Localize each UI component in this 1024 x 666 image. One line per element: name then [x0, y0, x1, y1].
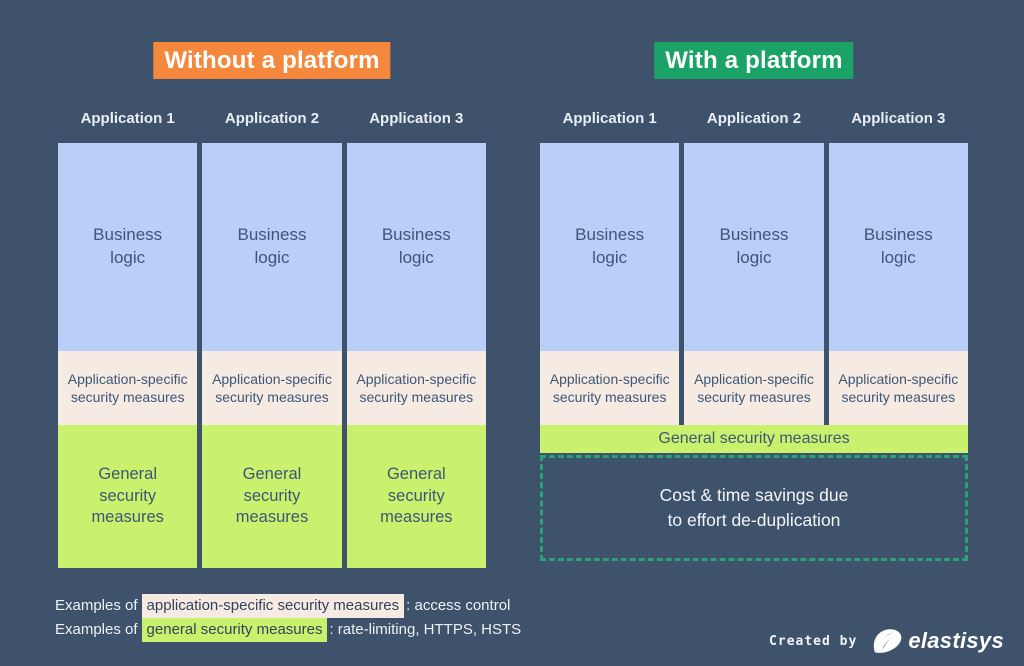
savings-callout-box: Cost & time savings due to effort de-dup…: [540, 455, 968, 561]
app-label: Application 2: [224, 110, 320, 127]
without-platform-section: Without a platform Application 1 Applica…: [58, 0, 486, 666]
created-by-label: Created by: [769, 633, 858, 649]
app-specific-security-box: Application-specific security measures: [202, 351, 342, 425]
business-logic-box: Business logic: [346, 143, 486, 351]
general-security-box: General security measures: [346, 425, 486, 568]
app-label: Application 3: [851, 110, 946, 127]
general-security-box: General security measures: [58, 425, 198, 568]
app-column: Business logic Application-specific secu…: [202, 143, 342, 568]
business-logic-box: Business logic: [58, 143, 198, 351]
app-specific-security-box: Application-specific security measures: [540, 351, 680, 425]
with-app-columns: Business logic Application-specific secu…: [540, 143, 968, 425]
elastisys-brand-name: elastisys: [908, 628, 1004, 653]
app-specific-security-box: Application-specific security measures: [828, 351, 968, 425]
business-logic-box: Business logic: [828, 143, 968, 351]
app-column: Business logic Application-specific secu…: [58, 143, 198, 568]
app-label: Application 3: [369, 110, 464, 127]
app-column: Business logic Application-specific secu…: [828, 143, 968, 425]
savings-line-1: Cost & time savings due: [659, 484, 849, 505]
highlight-general: general security measures: [141, 618, 328, 642]
business-logic-box: Business logic: [684, 143, 824, 351]
savings-line-2: to effort de-duplication: [667, 510, 841, 530]
without-app-labels: Application 1 Application 2 Application …: [58, 110, 486, 127]
app-column: Business logic Application-specific secu…: [684, 143, 824, 425]
shared-general-security-bar: General security measures: [540, 425, 968, 453]
example-suffix: : access control: [406, 597, 511, 614]
without-app-columns: Business logic Application-specific secu…: [58, 143, 486, 568]
footer-credit: Created by elastisys: [769, 627, 1004, 655]
elastisys-logo-icon: [874, 629, 902, 653]
example-prefix: Examples of: [55, 621, 138, 638]
app-column: Business logic Application-specific secu…: [346, 143, 486, 568]
with-platform-title: With a platform: [654, 42, 854, 79]
business-logic-box: Business logic: [540, 143, 680, 351]
general-security-box: General security measures: [202, 425, 342, 568]
without-platform-title: Without a platform: [153, 42, 391, 79]
example-suffix: : rate-limiting, HTTPS, HSTS: [329, 621, 522, 638]
highlight-app-specific: application-specific security measures: [141, 594, 405, 618]
app-specific-security-box: Application-specific security measures: [346, 351, 486, 425]
app-label: Application 1: [80, 110, 175, 127]
app-specific-security-box: Application-specific security measures: [58, 351, 198, 425]
app-specific-security-box: Application-specific security measures: [684, 351, 824, 425]
app-label: Application 1: [562, 110, 657, 127]
example-prefix: Examples of: [55, 597, 138, 614]
app-column: Business logic Application-specific secu…: [540, 143, 680, 425]
with-app-labels: Application 1 Application 2 Application …: [540, 110, 968, 127]
business-logic-box: Business logic: [202, 143, 342, 351]
app-label: Application 2: [706, 110, 802, 127]
with-platform-section: With a platform Application 1 Applicatio…: [540, 0, 968, 666]
